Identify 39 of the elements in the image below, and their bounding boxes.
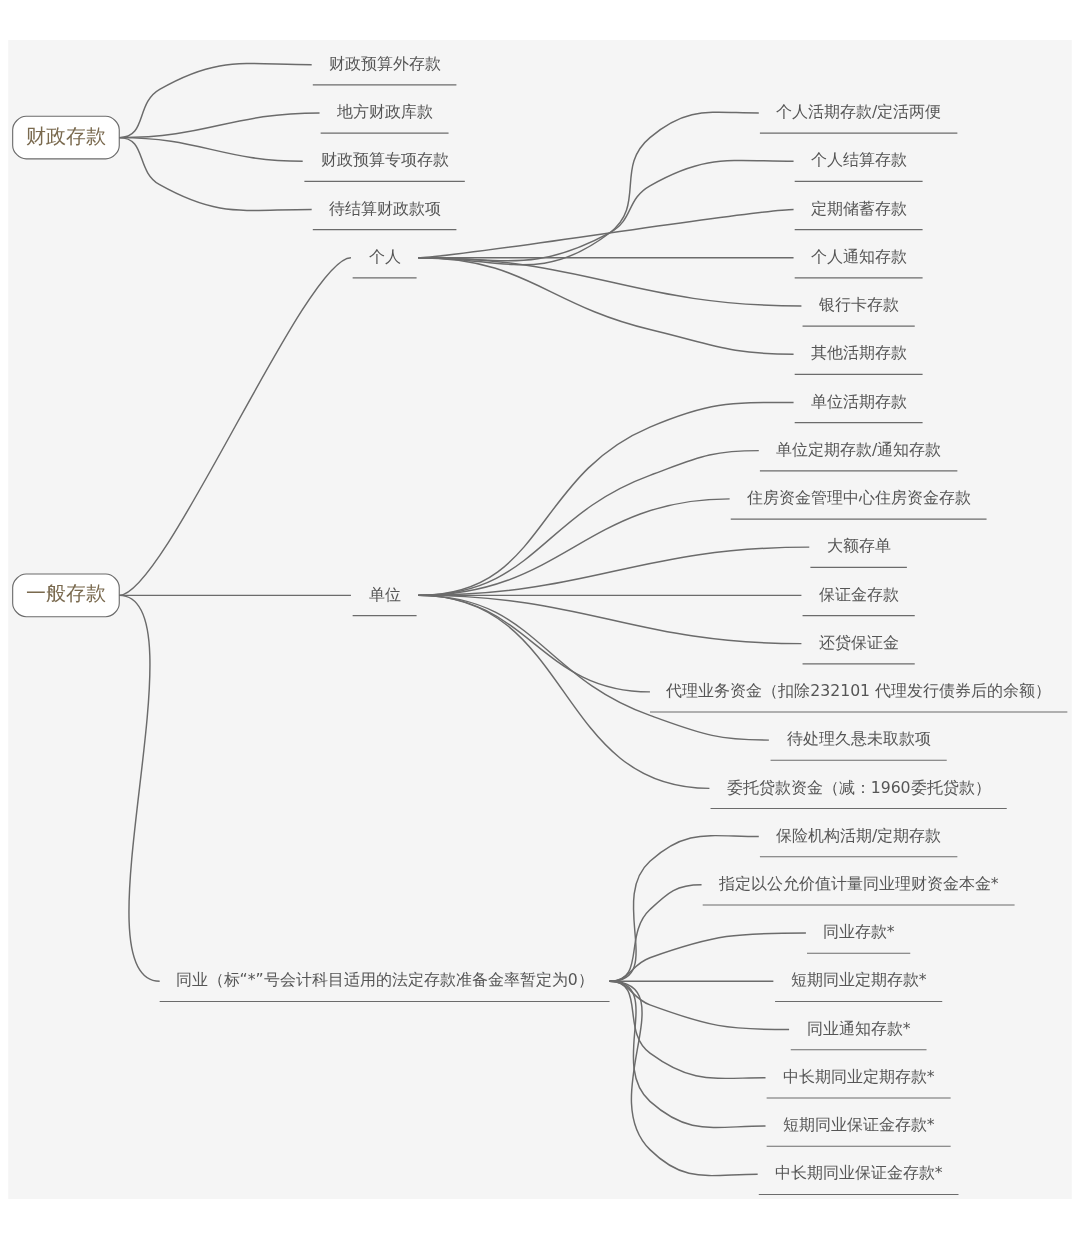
node-text: 单位 bbox=[368, 584, 401, 604]
node-text: 单位定期存款/通知存款 bbox=[775, 439, 942, 459]
node-text: 个人活期存款/定活两便 bbox=[775, 102, 942, 122]
node-text: 财政预算外存款 bbox=[328, 53, 441, 73]
connector bbox=[118, 594, 161, 983]
node-text: 同业通知存款* bbox=[806, 1018, 911, 1038]
node-text: 单位活期存款 bbox=[810, 391, 907, 411]
node-box: 一般存款 bbox=[12, 573, 120, 618]
node-text: 其他活期存款 bbox=[810, 343, 907, 363]
node-box: 财政存款 bbox=[12, 115, 120, 160]
connector bbox=[417, 594, 711, 790]
node-text: 短期同业定期存款* bbox=[790, 970, 927, 990]
node-text: 短期同业保证金存款* bbox=[782, 1115, 935, 1135]
connector bbox=[417, 256, 795, 355]
node-text: 大额存单 bbox=[826, 536, 891, 556]
node-text: 住房资金管理中心住房资金存款 bbox=[746, 488, 971, 508]
node-text: 指定以公允价值计量同业理财资金本金* bbox=[718, 874, 999, 893]
node-text: 委托贷款资金（减：1960委托贷款） bbox=[726, 777, 991, 797]
connector bbox=[118, 136, 313, 212]
node-text: 定期储蓄存款 bbox=[810, 198, 907, 218]
node-text: 代理业务资金（扣除232101 代理发行债券后的余额） bbox=[666, 681, 1052, 701]
node-text: 地方财政库款 bbox=[336, 102, 433, 122]
node-text: 保险机构活期/定期存款 bbox=[775, 825, 942, 845]
node-text: 还贷保证金 bbox=[818, 632, 899, 652]
connector bbox=[118, 256, 352, 597]
node-text: 保证金存款 bbox=[818, 584, 899, 604]
node-text: 同业（标“*”号会计科目适用的法定存款准备金率暂定为0） bbox=[175, 970, 594, 990]
node-text: 个人 bbox=[368, 246, 401, 266]
node-text: 个人结算存款 bbox=[810, 150, 907, 170]
node-text: 财政预算专项存款 bbox=[320, 150, 449, 170]
node-text: 待结算财政款项 bbox=[328, 198, 441, 218]
connector bbox=[608, 980, 759, 1177]
node-text: 同业存款* bbox=[822, 922, 895, 942]
node-text: 待处理久悬未取款项 bbox=[786, 729, 931, 749]
node-text: 个人通知存款 bbox=[810, 246, 907, 266]
node-text: 中长期同业定期存款* bbox=[782, 1066, 935, 1086]
node-text: 银行卡存款 bbox=[818, 295, 899, 315]
node-text: 中长期同业保证金存款* bbox=[774, 1163, 943, 1183]
connector bbox=[608, 932, 807, 983]
